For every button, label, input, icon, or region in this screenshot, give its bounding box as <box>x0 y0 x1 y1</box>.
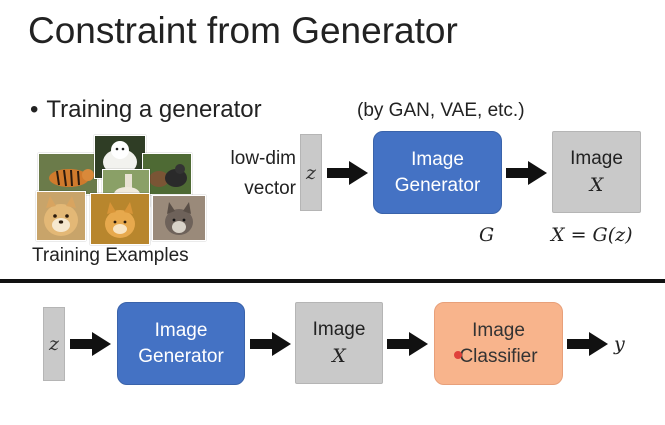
bullet-dot-icon: • <box>30 96 39 123</box>
image-generator-box-bottom: Image Generator <box>117 302 245 385</box>
image-classifier-box: Image Classifier <box>434 302 563 385</box>
bullet-text: Training a generator <box>46 96 262 123</box>
equation-lhs: X <box>551 224 565 246</box>
bullet-training-generator: • Training a generator <box>30 96 262 124</box>
right-arrow-icon <box>506 161 547 185</box>
generator-equation: X = G(z) <box>551 224 633 246</box>
low-dim-label: low-dim <box>230 148 296 169</box>
right-arrow-icon <box>70 332 111 356</box>
laser-pointer-dot <box>454 351 462 359</box>
latent-z-symbol: z <box>305 161 316 184</box>
generator-label-line2-bottom: Generator <box>138 345 224 367</box>
latent-z-box: z <box>300 134 322 211</box>
doge-photo <box>36 191 86 241</box>
right-arrow-icon <box>250 332 291 356</box>
image-output-box: Image X <box>552 131 641 213</box>
right-arrow-icon <box>327 161 368 185</box>
section-divider <box>0 279 665 283</box>
right-arrow-icon <box>567 332 608 356</box>
image-generator-box: Image Generator <box>373 131 502 214</box>
vector-label: vector <box>244 178 296 199</box>
low-dim-vector-label: low-dim vector <box>212 144 296 204</box>
generator-label-line1: Image <box>411 148 464 170</box>
equation-rhs: G(z) <box>592 224 633 246</box>
output-y: y <box>614 333 625 355</box>
image-label: Image <box>570 148 623 169</box>
image-box-bottom: Image X <box>295 302 383 384</box>
pets-photo <box>142 153 192 195</box>
tiger-photo <box>38 153 98 195</box>
generator-label-line2: Generator <box>394 174 481 196</box>
wolf-photo <box>152 195 206 241</box>
classifier-label-line2: Classifier <box>459 345 538 367</box>
right-arrow-icon <box>387 332 428 356</box>
equation-equals: = <box>570 224 587 246</box>
image-label-bottom: Image <box>312 319 366 340</box>
image-symbol-x: X <box>589 174 604 196</box>
generator-label-line1-bottom: Image <box>154 319 208 341</box>
shiba-photo <box>90 193 150 245</box>
slide-title: Constraint from Generator <box>28 10 458 51</box>
training-photo-collage <box>36 135 206 245</box>
latent-z-symbol-bottom: z <box>48 333 59 355</box>
latent-z-box-bottom: z <box>43 307 65 381</box>
classifier-label-line1: Image <box>472 319 525 341</box>
method-note: (by GAN, VAE, etc.) <box>357 100 525 121</box>
training-examples-label: Training Examples <box>32 245 189 266</box>
image-symbol-x-bottom: X <box>332 345 346 367</box>
generator-symbol-g: G <box>479 224 495 246</box>
